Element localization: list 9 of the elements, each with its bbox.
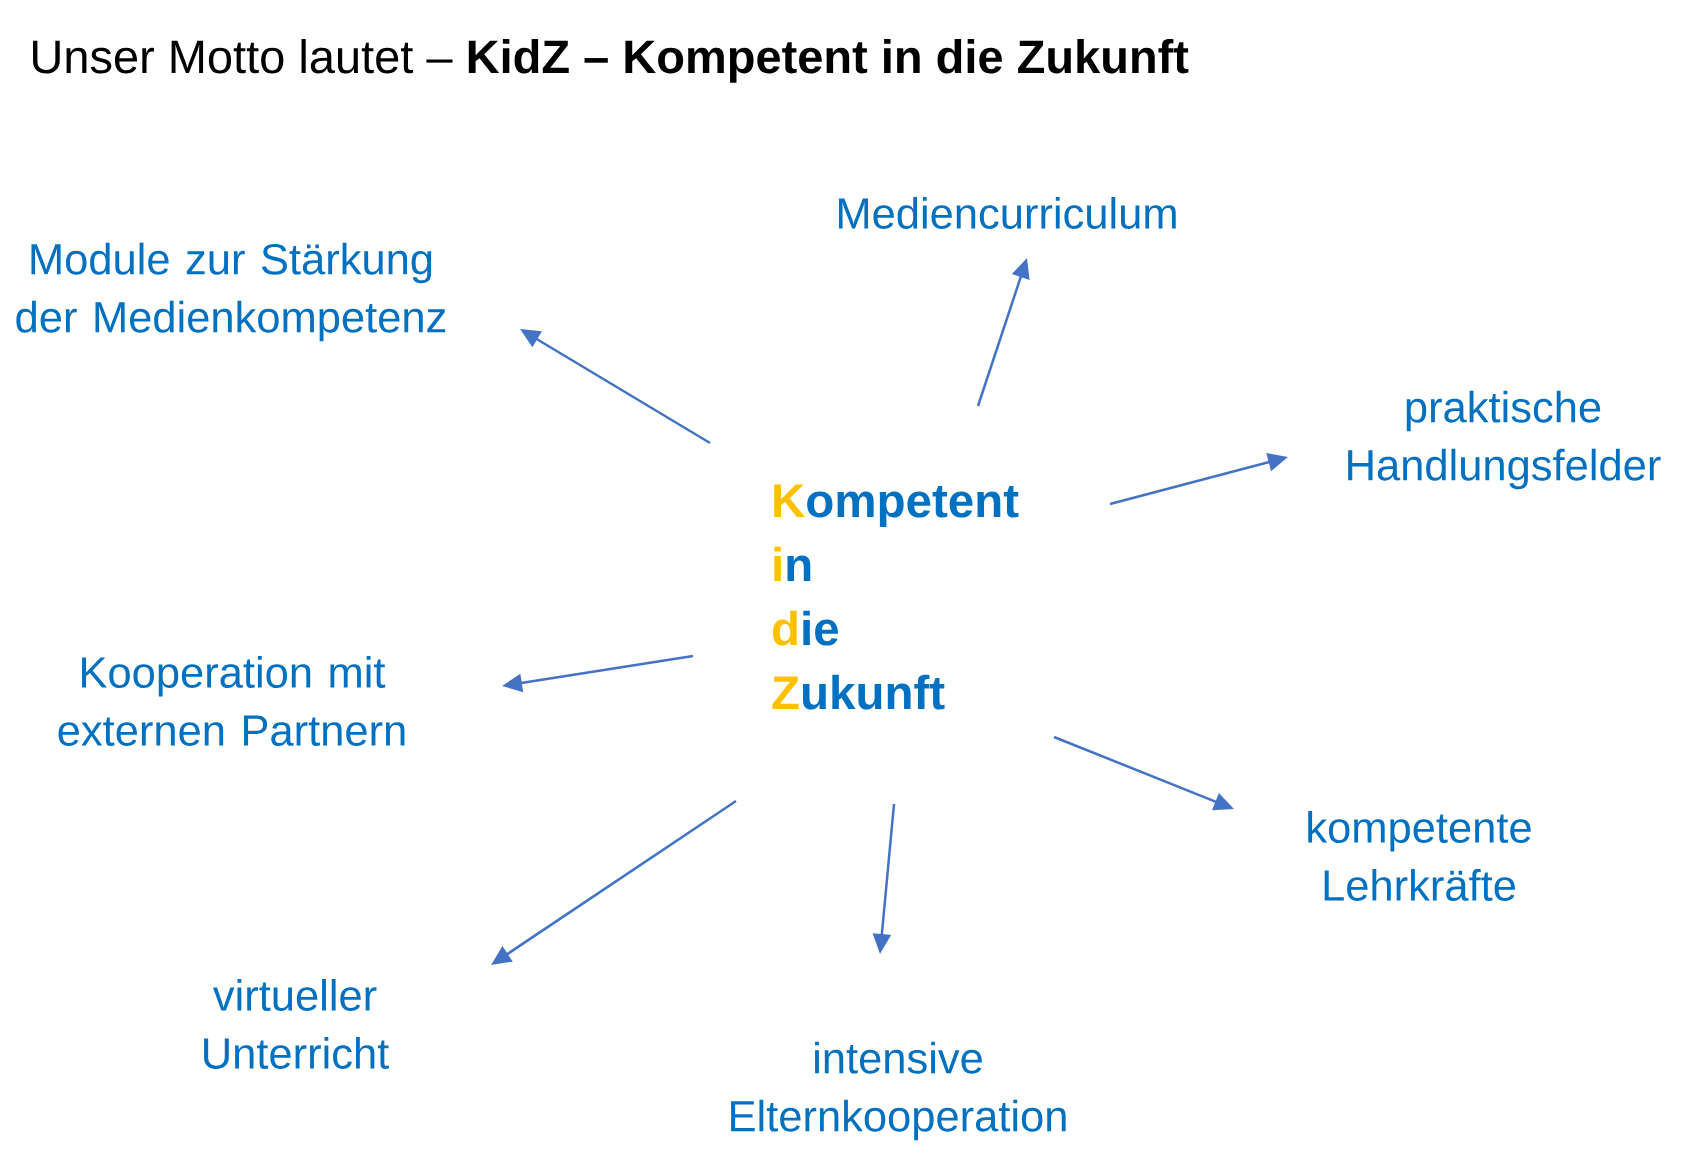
title: Unser Motto lautet – KidZ – Kompetent in die Zukunft bbox=[33, 38, 1189, 83]
topic-label: Kooperation mit externen Partnern bbox=[58, 656, 405, 746]
topic-label: kompetente Lehrkräfte bbox=[1308, 811, 1531, 901]
topic-label: intensive Elternkooperation bbox=[731, 1041, 1066, 1141]
topic-label: Module zur Stärkung der Medienkompetenz bbox=[16, 242, 446, 342]
motto-text: Kompetent in die Zukunft bbox=[772, 484, 1019, 710]
topic-label: praktische Handlungsfelder bbox=[1348, 390, 1661, 490]
topic-label: virtueller Unterricht bbox=[204, 979, 389, 1069]
topic-label: Mediencurriculum bbox=[838, 197, 1176, 229]
